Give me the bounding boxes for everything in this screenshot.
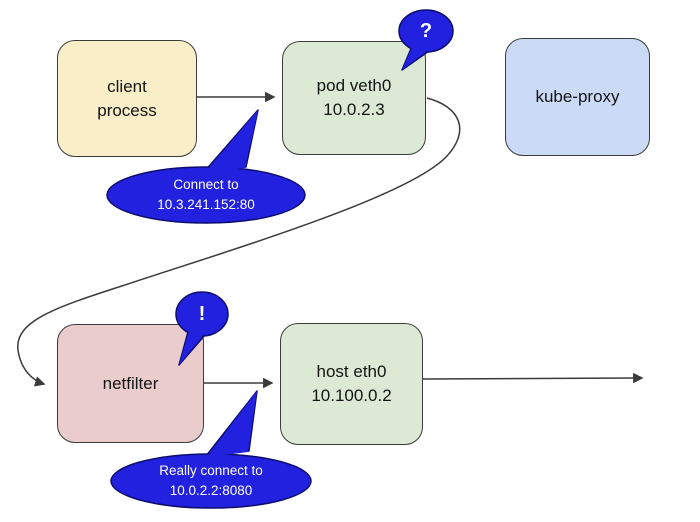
- node-host-eth0-label-line1: host eth0: [316, 362, 387, 381]
- callout-really-connect-text: Really connect to 10.0.2.2:8080: [111, 461, 311, 501]
- node-kube-proxy: kube-proxy: [505, 38, 650, 156]
- callout-really-connect-text-line1: Really connect to: [159, 463, 263, 478]
- node-pod-veth0-label-line2: 10.0.2.3: [323, 100, 385, 119]
- node-netfilter-label: netfilter: [102, 373, 159, 393]
- node-client-process-label-line1: client: [107, 76, 147, 96]
- callout-really-connect-text-line2: 10.0.2.2:8080: [169, 483, 253, 498]
- node-pod-veth0: pod veth0 10.0.2.3: [282, 41, 426, 155]
- callout-connect-text-line2: 10.3.241.152:80: [157, 197, 255, 212]
- node-client-process: client process: [57, 40, 197, 157]
- node-kube-proxy-label: kube-proxy: [535, 87, 620, 106]
- node-pod-veth0-label-line1: pod veth0: [316, 76, 392, 95]
- arrow-host-to-edge: [422, 372, 644, 384]
- node-host-eth0: host eth0 10.100.0.2: [280, 323, 423, 445]
- node-host-eth0-label-line2: 10.100.0.2: [311, 386, 392, 405]
- node-client-process-label-line2: process: [97, 100, 157, 120]
- node-netfilter: netfilter: [57, 324, 204, 443]
- callout-connect-text: Connect to 10.3.241.152:80: [106, 175, 306, 215]
- callout-connect-text-line1: Connect to: [173, 177, 239, 192]
